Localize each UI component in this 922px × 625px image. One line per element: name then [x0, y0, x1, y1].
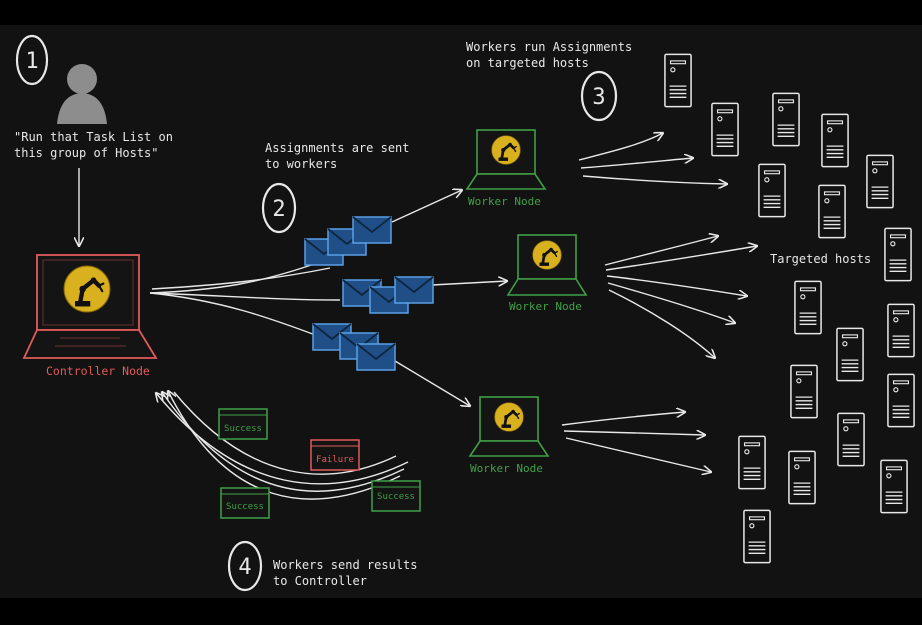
- result-card-success-1: Success: [218, 408, 268, 440]
- server-tower-icon: [758, 163, 786, 218]
- server-tower-icon: [887, 303, 915, 358]
- result-card-label: Success: [224, 424, 262, 434]
- worker-node-1: [465, 129, 547, 190]
- server-tower-icon: [880, 459, 908, 514]
- assignments-label-line-1: Assignments are sent: [265, 141, 410, 155]
- workers-run-label-line-1: Workers run Assignments: [466, 40, 632, 54]
- step-3-number: 3: [592, 85, 605, 110]
- results-label-line-1: Workers send results: [273, 558, 418, 572]
- result-card-label: Success: [377, 492, 415, 502]
- step-1-number: 1: [25, 49, 38, 74]
- server-tower-icon: [664, 53, 692, 108]
- results-label-line-2: to Controller: [273, 574, 367, 588]
- server-tower-icon: [887, 373, 915, 428]
- server-tower-icon: [738, 435, 766, 490]
- step-4-badge: 4: [227, 540, 263, 592]
- server-tower-icon: [836, 327, 864, 382]
- result-card-failure: Failure: [310, 439, 360, 471]
- controller-node: [22, 254, 158, 359]
- robot-arm-logo-icon: [494, 402, 524, 432]
- server-tower-icon: [821, 113, 849, 168]
- server-tower-icon: [711, 102, 739, 157]
- result-card-success-3: Success: [220, 487, 270, 519]
- server-tower-icon: [743, 509, 771, 564]
- envelope-icon: [352, 216, 392, 244]
- assignment-arrows: [149, 190, 507, 406]
- envelope-icon: [356, 343, 396, 371]
- step-3-badge: 3: [580, 70, 618, 122]
- workers-run-label-line-2: on targeted hosts: [466, 56, 589, 70]
- user-quote-line-1: "Run that Task List on: [14, 130, 173, 144]
- controller-node-label: Controller Node: [46, 364, 150, 378]
- result-card-label: Success: [226, 502, 264, 512]
- step-1-badge: 1: [15, 34, 49, 86]
- worker-node-3-label: Worker Node: [470, 462, 543, 475]
- worker-node-2: [506, 234, 588, 296]
- server-tower-icon: [772, 92, 800, 147]
- user-quote-line-2: this group of Hosts": [14, 146, 159, 160]
- step-2-number: 2: [272, 197, 285, 222]
- server-tower-icon: [818, 184, 846, 239]
- diagram-board: [0, 25, 922, 598]
- server-tower-icon: [837, 412, 865, 467]
- robot-arm-logo-icon: [64, 266, 110, 312]
- result-card-success-2: Success: [371, 480, 421, 512]
- assignments-label-line-2: to workers: [265, 157, 337, 171]
- server-tower-icon: [884, 227, 912, 282]
- worker-node-3: [468, 396, 550, 457]
- step-4-number: 4: [238, 555, 251, 580]
- robot-arm-logo-icon: [491, 135, 521, 165]
- targeted-hosts-label: Targeted hosts: [770, 252, 871, 266]
- server-tower-icon: [794, 280, 822, 335]
- worker-to-host-arrows: [561, 133, 757, 472]
- robot-arm-logo-icon: [532, 240, 562, 270]
- worker-node-1-label: Worker Node: [468, 195, 541, 208]
- server-tower-icon: [866, 154, 894, 209]
- user-silhouette-icon: [57, 64, 107, 124]
- envelope-icon: [394, 276, 434, 304]
- result-card-label: Failure: [316, 455, 354, 465]
- server-tower-icon: [788, 450, 816, 505]
- step-2-badge: 2: [261, 182, 297, 234]
- worker-node-2-label: Worker Node: [509, 300, 582, 313]
- server-tower-icon: [790, 364, 818, 419]
